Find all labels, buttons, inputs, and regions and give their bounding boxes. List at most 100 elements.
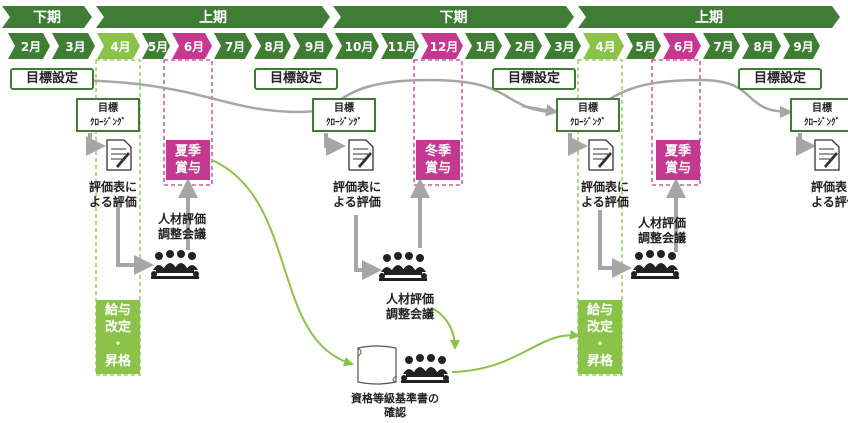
label-line: 評価表に	[810, 180, 848, 194]
month-chevron	[172, 33, 212, 59]
scroll-icon	[354, 344, 400, 388]
goal-setting-box: 目標設定	[492, 68, 576, 90]
grade-standard-label: 資格等級基準書の確認	[330, 392, 460, 420]
month-label: 1月	[475, 40, 495, 54]
hr-meeting-label: 人材評価調整会議	[626, 216, 698, 246]
salary-revision-box: 給与改定・昇格	[96, 300, 140, 374]
meeting-icon	[150, 250, 200, 280]
label-line: 目標	[812, 103, 832, 114]
label-line: 人材評価	[637, 216, 686, 230]
label-line: 冬季	[424, 144, 451, 159]
label-line: 目標	[334, 103, 354, 114]
goal-setting-box: 目標設定	[10, 68, 94, 90]
label-line: 人材評価	[157, 212, 206, 226]
month-chevron	[142, 33, 170, 59]
month-label: 3月	[554, 40, 574, 54]
december-column-guide	[413, 59, 463, 186]
closing-to-document-arrow	[568, 133, 588, 156]
month-label: 2月	[515, 40, 535, 54]
april-column-guide	[577, 59, 623, 376]
meeting-to-standard-arrow	[431, 307, 460, 350]
label-line: ｸﾛｰｼﾞﾝｸﾞ	[89, 118, 126, 128]
period-header	[578, 6, 840, 28]
label-line: ・	[593, 337, 607, 352]
goal-closing-box: 目標 ｸﾛｰｼﾞﾝｸﾞ	[76, 98, 140, 132]
label-line: 確認	[384, 406, 406, 419]
document-icon	[586, 138, 616, 172]
label-line: 目標設定	[507, 71, 560, 86]
evaluation-to-meeting-arrow	[116, 200, 154, 275]
label-line: ｸﾛｰｼﾞﾝｸﾞ	[325, 118, 362, 128]
month-chevron	[335, 33, 379, 59]
month-chevron	[97, 33, 140, 59]
period-label: 上期	[695, 10, 723, 26]
label-line: 給与	[104, 303, 131, 318]
label-line: 改定	[104, 320, 131, 335]
month-chevron	[544, 33, 581, 59]
closing-to-document-arrow	[324, 133, 346, 156]
label-line: 賞与	[424, 161, 451, 176]
month-label: 11月	[388, 40, 417, 54]
evaluation-to-meeting-arrow	[598, 210, 632, 278]
month-label: 8月	[753, 40, 773, 54]
label-line: よる評価	[811, 195, 848, 209]
label-line: ｸﾛｰｼﾞﾝｸﾞ	[569, 118, 606, 128]
label-line: 昇格	[586, 354, 613, 369]
month-chevron	[52, 33, 95, 59]
label-line: 評価表に	[88, 180, 137, 194]
month-label: 4月	[595, 40, 615, 54]
period-label: 下期	[440, 10, 468, 26]
month-chevron	[381, 33, 419, 59]
evaluation-sheet-label: 評価表による評価	[566, 180, 644, 210]
label-line: ・	[111, 337, 125, 352]
label-line: 評価表に	[332, 180, 381, 194]
month-label: 9月	[305, 40, 325, 54]
month-label: 8月	[264, 40, 284, 54]
document-icon	[812, 138, 842, 172]
evaluation-sheet-label: 評価表による評価	[318, 180, 396, 210]
summer-bonus-box: 夏季賞与	[656, 140, 700, 180]
label-line: 調整会議	[385, 307, 434, 321]
april-column-guide	[95, 59, 141, 376]
month-label: 10月	[345, 40, 374, 54]
label-line: ｸﾛｰｼﾞﾝｸﾞ	[803, 118, 840, 128]
summer-bonus-box: 夏季賞与	[166, 140, 210, 180]
label-line: 給与	[586, 303, 613, 318]
label-line: 評価表に	[580, 180, 629, 194]
summer-to-standard-arrow	[211, 159, 354, 367]
month-label: 5月	[635, 40, 655, 54]
closing-to-document-arrow	[796, 133, 816, 156]
month-chevron	[8, 33, 50, 59]
label-line: 資格等級基準書の	[351, 392, 439, 405]
goal-closing-box: 目標 ｸﾛｰｼﾞﾝｸﾞ	[790, 98, 848, 132]
month-chevron	[254, 33, 291, 59]
evaluation-to-meeting-arrow	[354, 215, 382, 280]
month-label: 12月	[430, 40, 459, 54]
hr-meeting-label: 人材評価調整会議	[374, 292, 446, 322]
period-label: 下期	[33, 10, 61, 26]
month-chevron	[421, 33, 463, 59]
goal-setting-box: 目標設定	[738, 68, 822, 90]
goal-flow-arrow	[59, 78, 793, 119]
meeting-icon	[378, 252, 428, 282]
hr-meeting-label: 人材評価調整会議	[146, 212, 218, 242]
standard-to-salary-arrow	[451, 329, 580, 373]
label-line: 目標	[98, 103, 118, 114]
closing-to-document-arrow	[86, 133, 106, 156]
month-label: 2月	[21, 40, 41, 54]
month-label: 7月	[713, 40, 733, 54]
month-chevron	[663, 33, 701, 59]
month-chevron	[742, 33, 781, 59]
label-line: よる評価	[333, 195, 381, 209]
period-header	[2, 6, 92, 28]
label-line: 調整会議	[637, 231, 686, 245]
goal-flow-arrow	[521, 104, 559, 117]
label-line: 賞与	[174, 161, 201, 176]
label-line: 目標	[578, 103, 598, 114]
winter-bonus-box: 冬季賞与	[416, 140, 460, 180]
month-label: 4月	[110, 40, 130, 54]
month-label: 3月	[65, 40, 85, 54]
label-line: 人材評価	[385, 292, 434, 306]
